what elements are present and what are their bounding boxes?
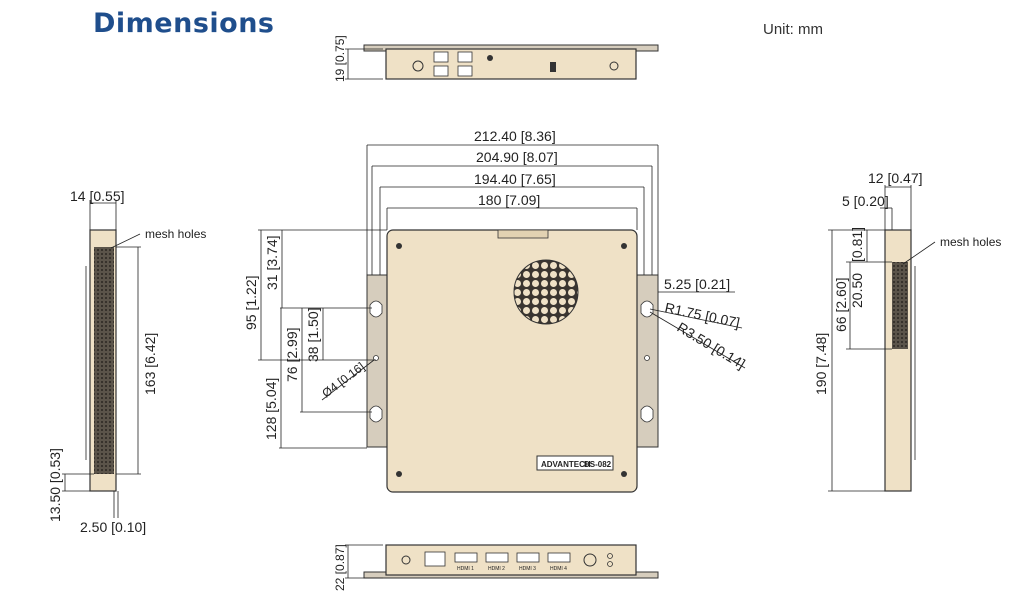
top-usb-2 xyxy=(433,65,449,77)
height-38-label: 38 [1.50] xyxy=(305,308,321,363)
bottom-body xyxy=(385,544,637,576)
unit-label: Unit: mm xyxy=(763,21,823,38)
top-usb-3 xyxy=(457,51,473,63)
corner-screw-bl xyxy=(396,471,402,477)
lan-port xyxy=(424,551,446,567)
left-mesh xyxy=(94,247,114,474)
hdmi-label-4: HDMI 4 xyxy=(550,566,567,572)
top-dc-port xyxy=(412,60,424,72)
hole-diameter-label: Ø4 [0.16] xyxy=(319,360,367,401)
keyhole-right-bottom xyxy=(640,405,654,423)
right-width-2-label: 5 [0.20] xyxy=(842,193,889,209)
hdmi-label-3: HDMI 3 xyxy=(519,566,536,572)
hdmi-label-1: HDMI 1 xyxy=(457,566,474,572)
page-title: Dimensions xyxy=(93,8,275,39)
mount-hole xyxy=(373,355,379,361)
bottom-height-label: 22 [0.87] xyxy=(333,544,347,591)
bottom-view: HDMI 1 HDMI 2 HDMI 3 HDMI 4 22 [0.87] xyxy=(333,544,659,591)
mesh-holes-left-label: mesh holes xyxy=(145,227,206,241)
top-slot xyxy=(550,62,556,72)
hdmi-port-4 xyxy=(547,552,571,563)
hdmi-label-2: HDMI 2 xyxy=(488,566,505,572)
brand-plate xyxy=(536,455,614,471)
height-76-label: 76 [2.99] xyxy=(284,328,300,383)
right-2050-label: 20.50 xyxy=(849,273,865,308)
top-height-label: 19 [0.75] xyxy=(333,35,347,82)
top-screw xyxy=(609,61,619,71)
left-bottom-offset-label: 13.50 [0.53] xyxy=(47,448,63,522)
keyhole-right-top xyxy=(640,300,654,318)
right-081-label: [0.81] xyxy=(849,227,865,262)
hdmi-port-2 xyxy=(485,552,509,563)
front-view: ADVANTECH DS-082 212.40 [8.36] 204.90 [8… xyxy=(243,128,748,493)
indicator-2 xyxy=(607,561,613,567)
height-31-label: 31 [3.74] xyxy=(264,236,280,291)
top-usb-1 xyxy=(433,51,449,63)
width-2-label: 204.90 [8.07] xyxy=(476,149,558,165)
right-width-1-label: 12 [0.47] xyxy=(868,170,923,186)
indicator-1 xyxy=(607,553,613,559)
height-95-label: 95 [1.22] xyxy=(243,276,259,331)
top-body xyxy=(385,48,637,80)
left-height-label: 163 [6.42] xyxy=(142,333,158,395)
front-body xyxy=(386,229,638,493)
bottom-screw xyxy=(401,555,411,565)
right-height-label: 190 [7.48] xyxy=(813,333,829,395)
fan-grille xyxy=(513,259,579,325)
corner-screw-tl xyxy=(396,243,402,249)
right-mesh-height-label: 66 [2.60] xyxy=(833,278,849,333)
right-mesh xyxy=(892,262,908,349)
left-width-label: 14 [0.55] xyxy=(70,188,125,204)
right-side-view: 12 [0.47] 5 [0.20] 190 [7.48] 66 [2.60] … xyxy=(813,170,1001,492)
keyhole-bottom xyxy=(369,405,383,423)
mesh-holes-right-label: mesh holes xyxy=(940,235,1001,249)
keyhole-top xyxy=(369,300,383,318)
bracket-width-label: 5.25 [0.21] xyxy=(664,276,730,292)
width-3-label: 194.40 [7.65] xyxy=(474,171,556,187)
radius-175-label: R1.75 [0.07] xyxy=(663,299,741,331)
top-usb-4 xyxy=(457,65,473,77)
height-128-label: 128 [5.04] xyxy=(263,378,279,440)
top-notch xyxy=(497,229,549,239)
width-4-label: 180 [7.09] xyxy=(478,192,540,208)
hdmi-port-1 xyxy=(454,552,478,563)
left-side-view: 14 [0.55] 163 [6.42] mesh holes 13.50 [0… xyxy=(47,188,206,535)
top-led xyxy=(487,55,493,61)
left-bottom-gap-label: 2.50 [0.10] xyxy=(80,519,146,535)
top-view: 19 [0.75] xyxy=(333,35,659,82)
model-label: DS-082 xyxy=(584,460,612,469)
mount-hole-right xyxy=(644,355,650,361)
hdmi-port-3 xyxy=(516,552,540,563)
corner-screw-tr xyxy=(621,243,627,249)
brand-label: ADVANTECH xyxy=(541,460,591,469)
width-total-label: 212.40 [8.36] xyxy=(474,128,556,144)
audio-jack xyxy=(583,553,597,567)
corner-screw-br xyxy=(621,471,627,477)
